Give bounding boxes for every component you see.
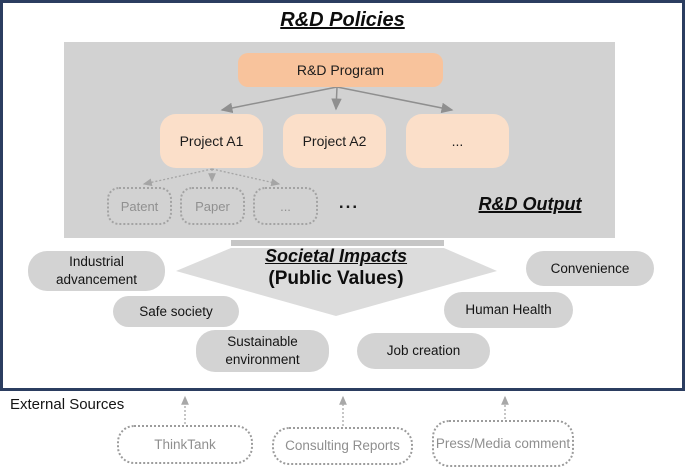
output-patent-box: Patent <box>107 187 172 225</box>
project-a2-box: Project A2 <box>283 114 386 168</box>
public-values-subtitle: (Public Values) <box>268 268 404 289</box>
project-a1-box: Project A1 <box>160 114 263 168</box>
pill-job-creation: Job creation <box>357 333 490 369</box>
outputs-ellipsis: ... <box>338 193 360 212</box>
output-paper-box: Paper <box>180 187 245 225</box>
project-more-box: ... <box>406 114 509 168</box>
output-more-box: ... <box>253 187 318 225</box>
source-consulting-reports-box: Consulting Reports <box>272 427 413 465</box>
pill-human-health: Human Health <box>444 292 573 328</box>
societal-impacts-title: Societal Impacts <box>264 246 408 266</box>
pill-convenience: Convenience <box>526 251 654 286</box>
rd-output-label: R&D Output <box>478 194 582 214</box>
external-sources-label: External Sources <box>10 396 125 413</box>
source-thinktank-box: ThinkTank <box>117 425 253 464</box>
pill-sustainable-environment: Sustainable environment <box>196 330 329 372</box>
rd-program-box: R&D Program <box>238 53 443 87</box>
figure-title: R&D Policies <box>280 9 405 31</box>
pill-safe-society: Safe society <box>113 296 239 327</box>
source-press-media-box: Press/Media comment <box>432 420 574 467</box>
pill-industrial-advancement: Industrial advancement <box>28 251 165 291</box>
